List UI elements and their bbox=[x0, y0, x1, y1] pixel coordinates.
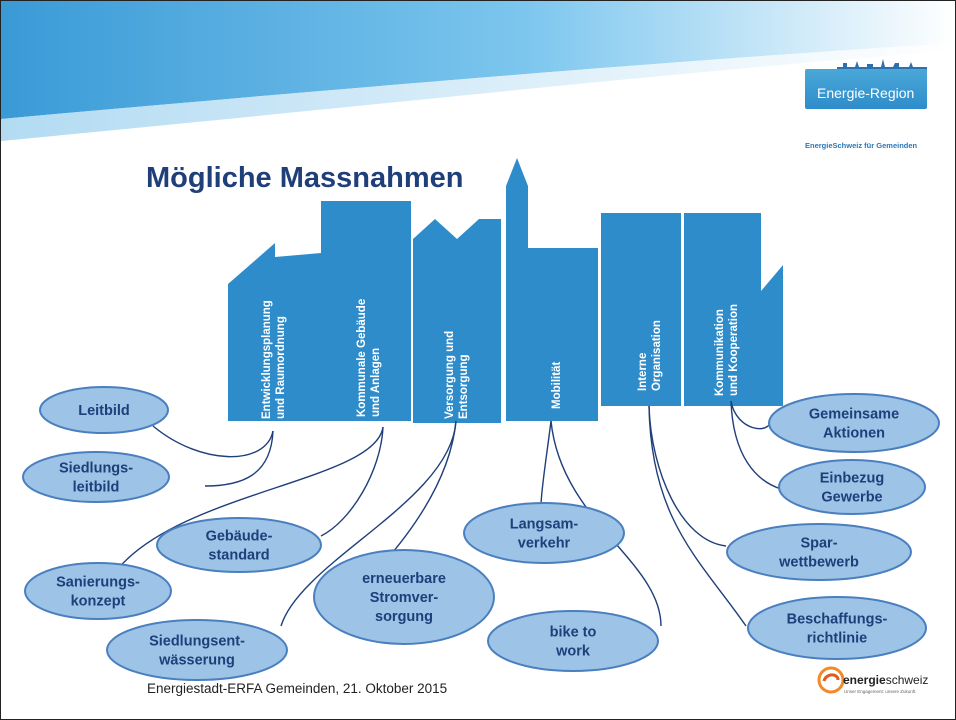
logo-box bbox=[805, 69, 927, 109]
measure-siedlungsentwaesserung: Siedlungsent-wässerung bbox=[106, 619, 288, 681]
measure-label: standard bbox=[208, 548, 269, 564]
measure-siedlungsleitbild: Siedlungs-leitbild bbox=[22, 451, 170, 503]
category-label-line: Organisation bbox=[651, 320, 663, 391]
energieschweiz-tagline: Unser Engagement: unsere Zukunft. bbox=[844, 689, 917, 694]
category-label-line: Mobilität bbox=[551, 362, 563, 409]
measure-label: Leitbild bbox=[78, 403, 130, 419]
measure-bubble bbox=[313, 549, 495, 645]
measure-bubble bbox=[726, 523, 912, 581]
header-band bbox=[1, 1, 955, 119]
measure-label: wettbewerb bbox=[778, 555, 859, 571]
building-kommunikation bbox=[684, 213, 783, 406]
measure-bubble bbox=[106, 619, 288, 681]
category-label-line: Kommunikation bbox=[714, 309, 726, 396]
measure-label: Gemeinsame bbox=[809, 407, 899, 423]
footer-text: Energiestadt-ERFA Gemeinden, 21. Oktober… bbox=[147, 681, 448, 696]
measure-label: Beschaffungs- bbox=[787, 612, 888, 628]
measure-label: Stromver- bbox=[370, 590, 439, 606]
measure-label: Langsam- bbox=[510, 517, 579, 533]
measure-label: work bbox=[555, 644, 591, 660]
category-label-line: Entsorgung bbox=[458, 354, 470, 419]
measure-label: bike to bbox=[550, 625, 597, 641]
energieschweiz-swirl-icon bbox=[817, 666, 845, 694]
category-label-line: Interne bbox=[637, 353, 649, 391]
category-label-line: Kommunale Gebäude bbox=[356, 299, 368, 417]
measure-leitbild: Leitbild bbox=[39, 386, 169, 434]
measure-label: Siedlungsent- bbox=[149, 634, 245, 650]
category-label-line: und Raumordnung bbox=[275, 316, 287, 419]
measure-label: konzept bbox=[71, 594, 126, 610]
measure-bubble bbox=[768, 393, 940, 453]
category-label-line: und Kooperation bbox=[728, 304, 740, 396]
skyline bbox=[228, 158, 783, 423]
category-label-line: Entwicklungsplanung bbox=[261, 300, 273, 419]
measure-sanierungskonzept: Sanierungs-konzept bbox=[24, 562, 172, 620]
header-band-light bbox=[1, 43, 955, 141]
measure-label: sorgung bbox=[375, 609, 433, 625]
building-versorgung bbox=[413, 219, 501, 423]
energieschweiz-logo: energieschweiz Unser Engagement: unsere … bbox=[816, 657, 936, 707]
category-label-line: und Anlagen bbox=[370, 348, 382, 417]
measure-label: Sanierungs- bbox=[56, 575, 140, 591]
building-entwicklung bbox=[228, 243, 321, 421]
measure-bubble bbox=[747, 596, 927, 660]
measure-bubble bbox=[463, 502, 625, 564]
building-gebaeude bbox=[321, 201, 411, 421]
measure-bubble bbox=[24, 562, 172, 620]
measure-label: Gebäude- bbox=[206, 529, 273, 545]
measure-bubble bbox=[39, 386, 169, 434]
measure-langsamverkehr: Langsam-verkehr bbox=[463, 502, 625, 564]
measure-sparwettbewerb: Spar-wettbewerb bbox=[726, 523, 912, 581]
measure-bubble bbox=[487, 610, 659, 672]
logo-subtitle: EnergieSchweiz für Gemeinden bbox=[805, 141, 918, 150]
measure-bubble bbox=[22, 451, 170, 503]
measure-bubble bbox=[156, 517, 322, 573]
measure-label: wässerung bbox=[158, 653, 235, 669]
measure-label: Gewerbe bbox=[821, 490, 882, 506]
measure-label: Spar- bbox=[800, 536, 837, 552]
measure-label: verkehr bbox=[518, 536, 571, 552]
measure-label: erneuerbare bbox=[362, 571, 446, 587]
measure-bubbles: LeitbildSiedlungs-leitbildGebäude-standa… bbox=[22, 386, 940, 681]
measure-gebaeudestandard: Gebäude-standard bbox=[156, 517, 322, 573]
energie-region-logo: Energie-Region EnergieSchweiz für Gemein… bbox=[805, 53, 941, 153]
measure-beschaffung: Beschaffungs-richtlinie bbox=[747, 596, 927, 660]
measure-label: leitbild bbox=[73, 480, 120, 496]
measure-label: richtlinie bbox=[807, 631, 867, 647]
measure-label: Siedlungs- bbox=[59, 461, 133, 477]
building-mobilitaet bbox=[506, 158, 598, 421]
measure-bubble bbox=[778, 459, 926, 515]
energieschweiz-wordmark: energieschweiz bbox=[843, 673, 929, 687]
measure-label: Aktionen bbox=[823, 426, 885, 442]
page-title: Mögliche Massnahmen bbox=[146, 162, 464, 194]
logo-name: Energie-Region bbox=[817, 85, 915, 101]
building-organisation bbox=[601, 213, 681, 406]
category-label-line: Versorgung und bbox=[444, 331, 456, 419]
measure-label: Einbezug bbox=[820, 471, 884, 487]
measure-biketowork: bike to work bbox=[487, 610, 659, 672]
category-label-mobilitaet: Mobilität bbox=[551, 362, 563, 409]
